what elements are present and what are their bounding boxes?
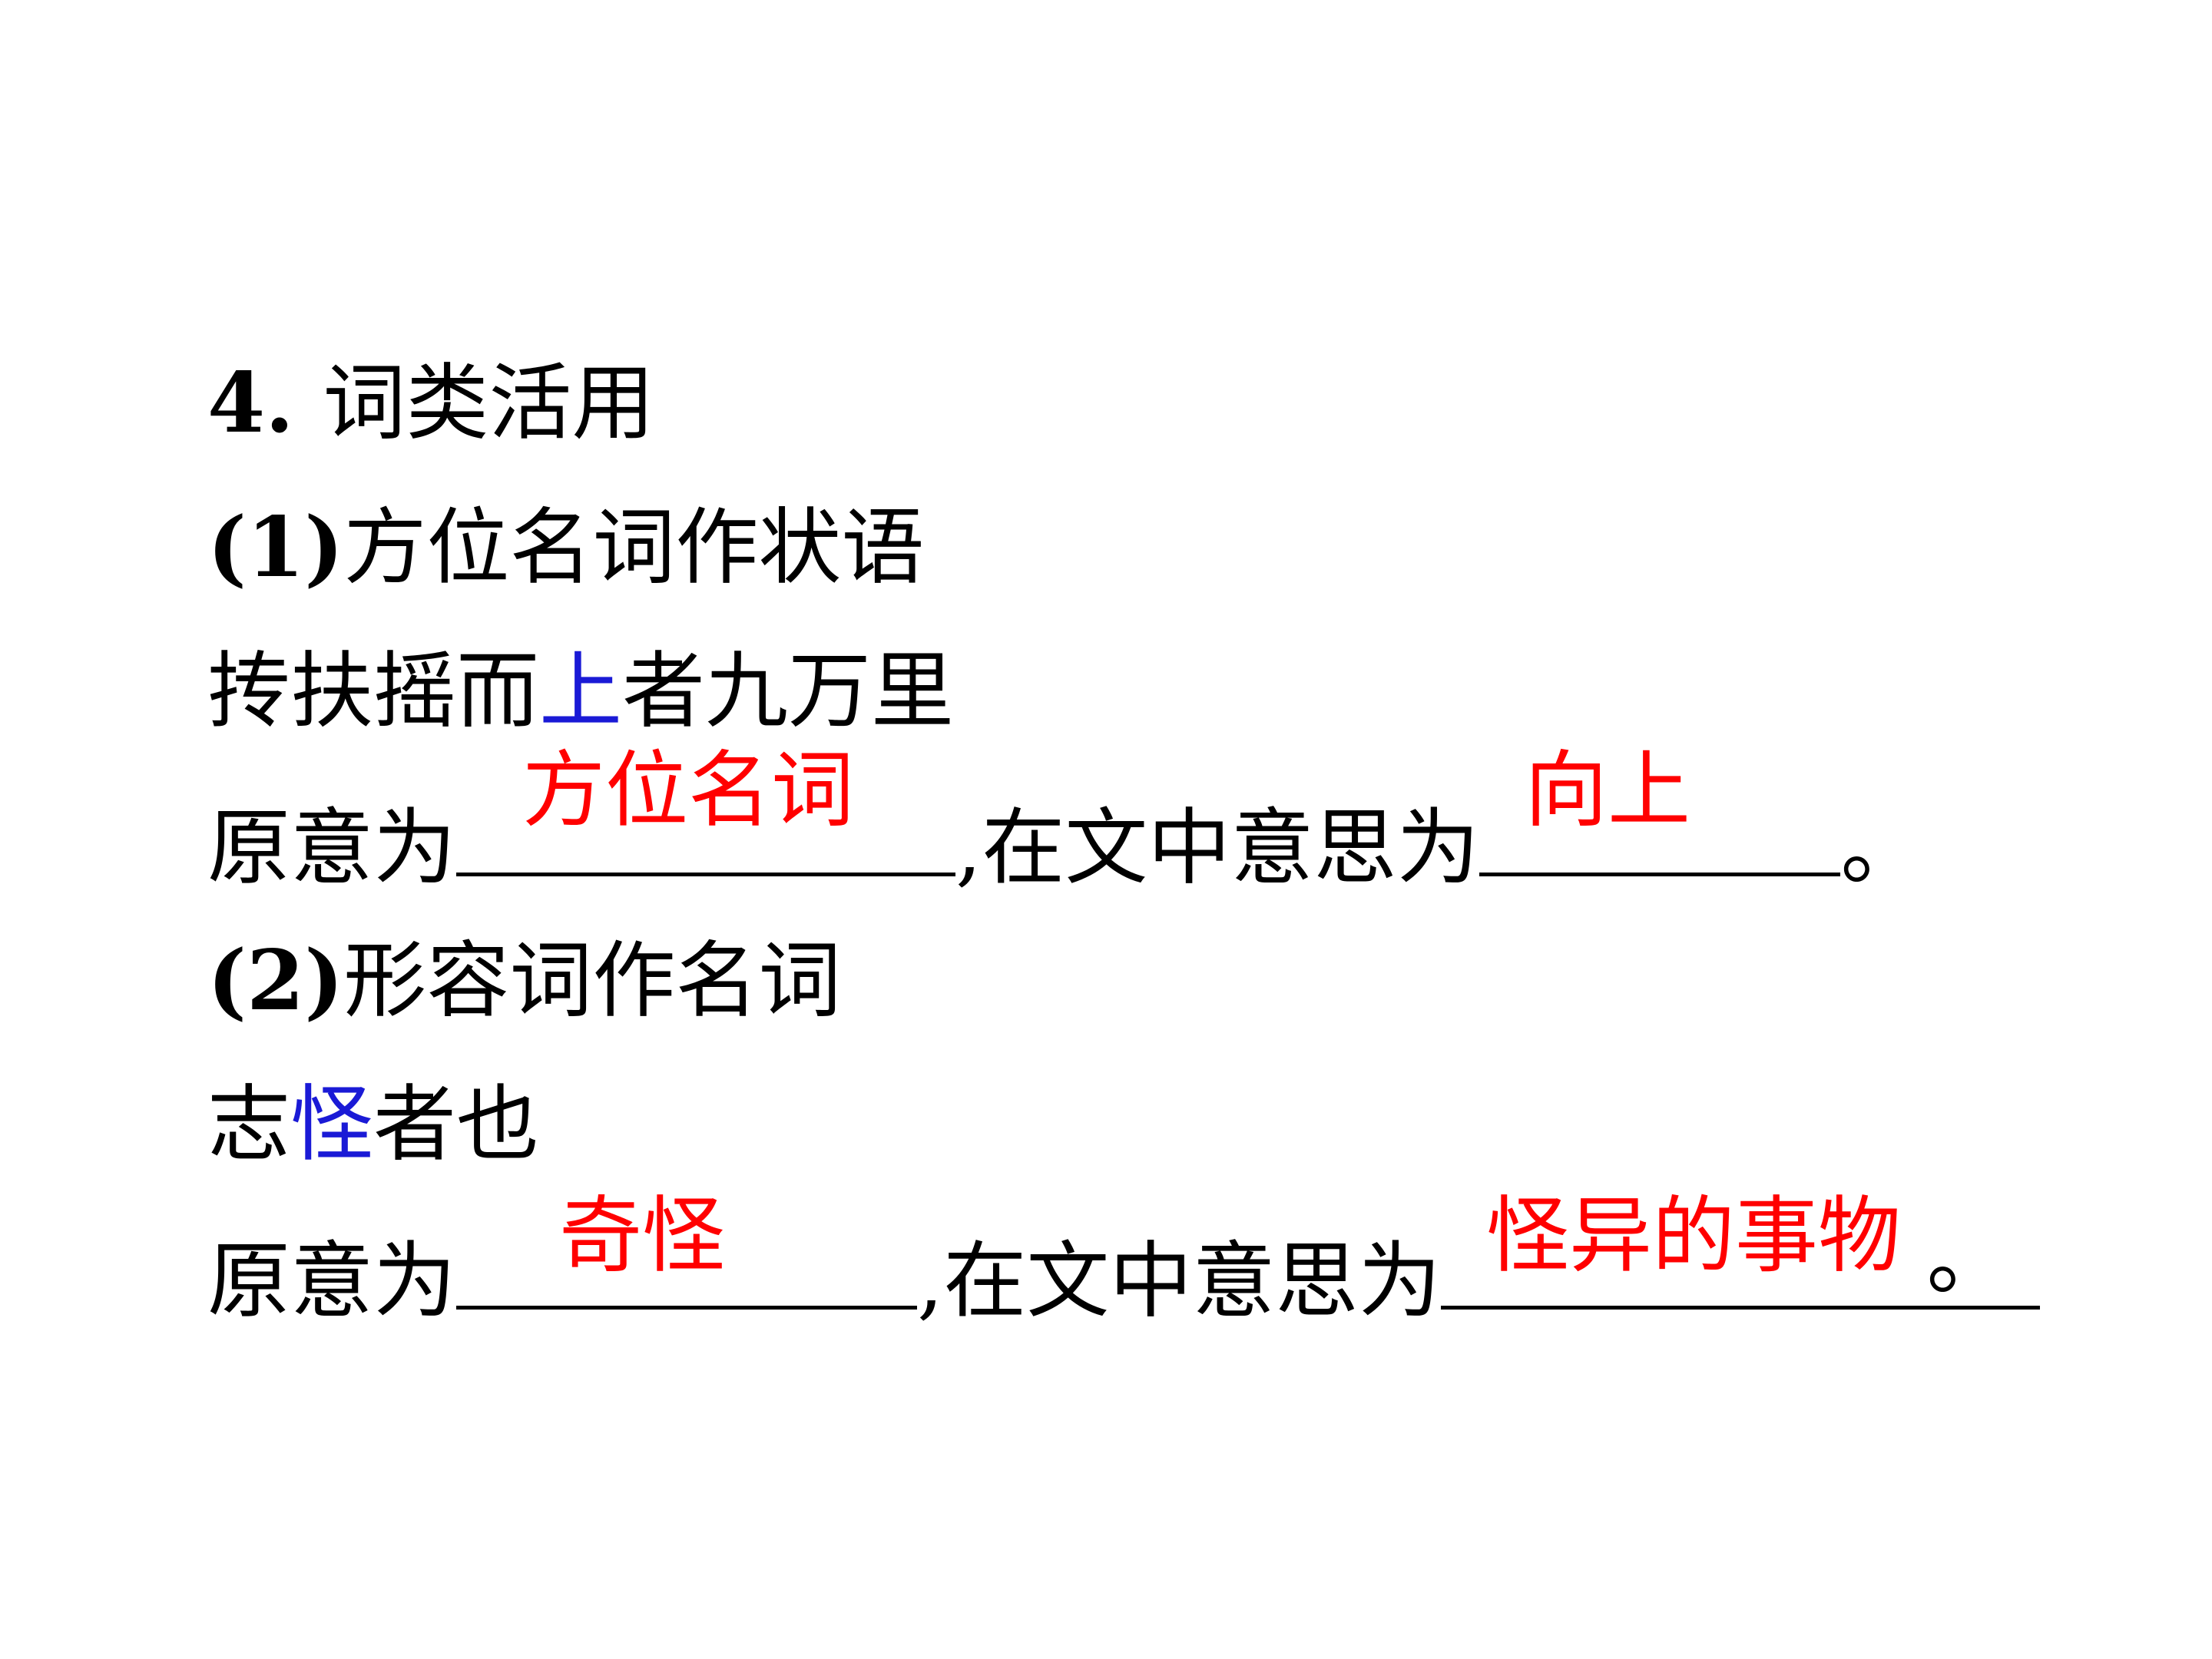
- highlighted-word: 上: [539, 644, 623, 740]
- question-middle: ,在文中意思为: [955, 800, 1480, 896]
- answer-context-2: 怪异的事物: [1486, 1188, 1902, 1284]
- answer-blank: 。: [1441, 1210, 2041, 1310]
- section1-title-text: 方位名词作状语: [343, 500, 925, 596]
- answer-blank: [456, 1220, 918, 1310]
- section2-sentence: 志怪者也: [207, 1075, 539, 1175]
- highlighted-word: 怪: [290, 1077, 374, 1173]
- question-prefix: 原意为: [207, 800, 457, 896]
- question-end: 。: [1926, 1210, 2010, 1306]
- question-prefix: 原意为: [207, 1233, 457, 1330]
- answer-original-2: 奇怪: [559, 1188, 726, 1284]
- sentence-part: 者也: [373, 1077, 540, 1173]
- answer-blank: [456, 786, 956, 876]
- sentence-part: 者九万里: [622, 644, 955, 740]
- section2-title-text: 形容词作名词: [343, 933, 842, 1029]
- heading-title: 词类活用: [323, 356, 655, 452]
- section1-sentence: 抟扶摇而上者九万里: [207, 642, 954, 742]
- answer-context-1: 向上: [1525, 743, 1691, 839]
- section1-title: (1)方位名词作状语: [207, 498, 924, 598]
- section2-question: 原意为 ,在文中意思为 。: [207, 1210, 2041, 1332]
- question-end: 。: [1840, 800, 1924, 896]
- section2-label: (2): [207, 932, 344, 1029]
- question-middle: ,在文中意思为: [917, 1233, 1442, 1330]
- section1-label: (1): [207, 499, 344, 596]
- answer-original-1: 方位名词: [522, 743, 855, 839]
- answer-blank: [1479, 786, 1841, 876]
- sentence-part: 抟扶摇而: [207, 644, 540, 740]
- heading: 4. 词类活用: [207, 353, 654, 454]
- section2-title: (2)形容词作名词: [207, 931, 841, 1031]
- heading-number: 4.: [207, 355, 294, 452]
- sentence-part: 志: [207, 1077, 291, 1173]
- section1-question: 原意为 ,在文中意思为 。: [207, 786, 1923, 899]
